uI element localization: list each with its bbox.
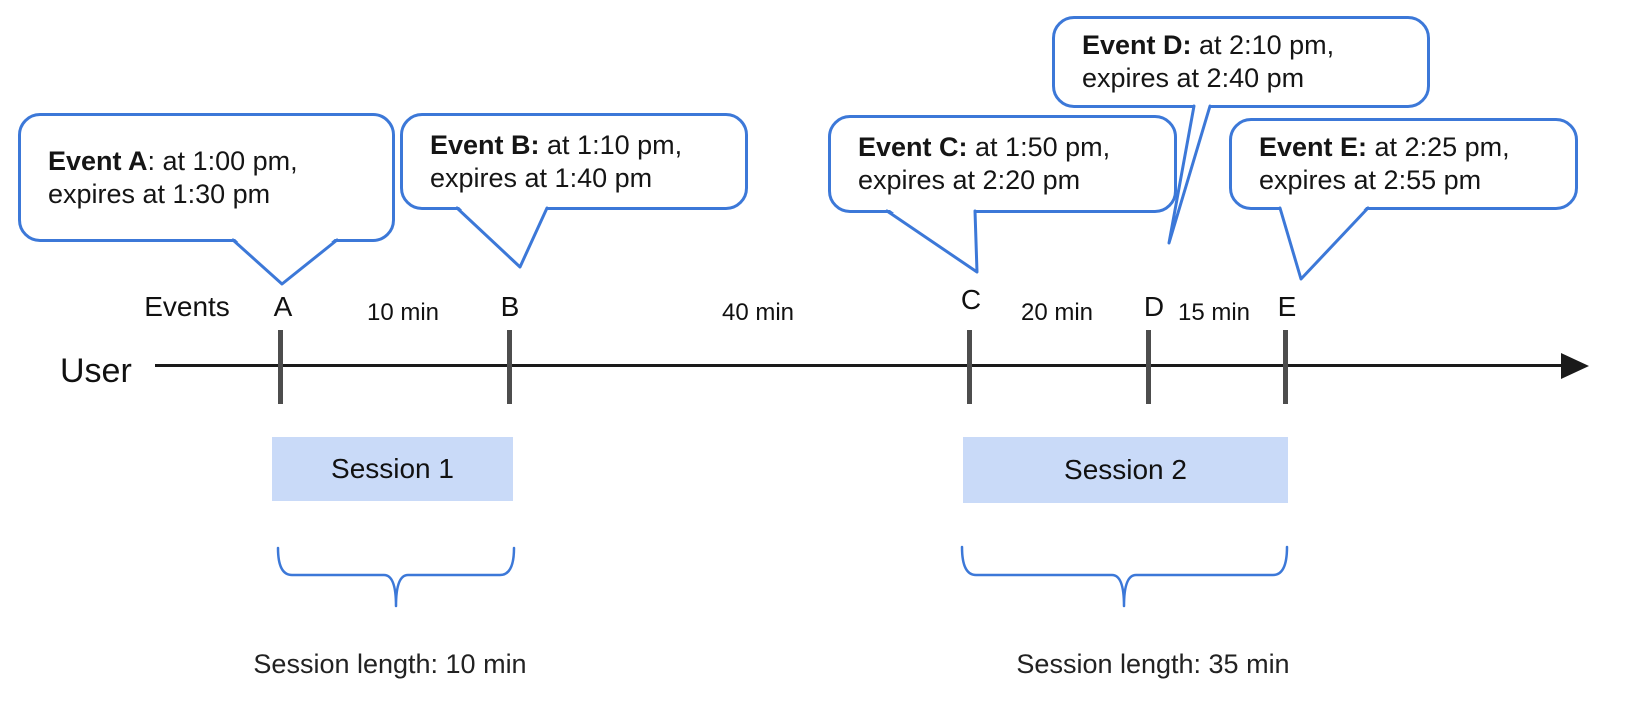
session-2-box: Session 2 [963, 437, 1288, 503]
tick-label-d: D [1143, 291, 1165, 322]
timeline-tick-b [507, 330, 512, 404]
timeline-tick-d [1146, 330, 1151, 404]
events-axis-label: Events [144, 291, 230, 322]
timeline-tick-e [1283, 330, 1288, 404]
event-d-line2: expires at 2:40 pm [1082, 63, 1305, 93]
event-bubble-a: Event A: at 1:00 pm, expires at 1:30 pm [18, 113, 395, 242]
event-a-line1: Event A: at 1:00 pm, [48, 145, 298, 176]
timeline-arrowhead-icon [1561, 353, 1589, 379]
session-1-brace-icon [276, 546, 516, 608]
tick-label-c: C [960, 284, 982, 315]
event-c-line1: Event C: at 1:50 pm, [858, 132, 1111, 162]
event-b-line2: expires at 1:40 pm [430, 162, 653, 193]
event-a-line2: expires at 1:30 pm [48, 178, 271, 209]
event-e-line1: Event E: at 2:25 pm, [1259, 132, 1510, 162]
session-2-brace-icon [960, 545, 1289, 608]
tick-label-b: B [500, 291, 520, 322]
tick-label-e: E [1277, 291, 1297, 322]
bubble-c-tail-icon [885, 208, 979, 274]
event-bubble-e: Event E: at 2:25 pm, expires at 2:55 pm [1229, 118, 1578, 210]
timeline-tick-c [967, 330, 972, 404]
timeline-axis-line [155, 364, 1567, 367]
event-bubble-b: Event B: at 1:10 pm, expires at 1:40 pm [400, 113, 748, 210]
session-2-label: Session 2 [1064, 454, 1187, 485]
interval-label-d-e: 15 min [1177, 299, 1251, 326]
bubble-e-tail-icon [1278, 205, 1370, 281]
session-2-length-label: Session length: 35 min [1016, 649, 1290, 679]
event-e-line2: expires at 2:55 pm [1259, 165, 1482, 195]
event-d-line1: Event D: at 2:10 pm, [1082, 30, 1335, 60]
user-axis-label: User [60, 352, 132, 390]
event-b-line1: Event B: at 1:10 pm, [430, 129, 683, 160]
timeline-tick-a [278, 330, 283, 404]
session-1-length-label: Session length: 10 min [253, 649, 527, 679]
bubble-b-tail-icon [455, 205, 549, 269]
interval-label-b-c: 40 min [721, 299, 795, 326]
interval-label-a-b: 10 min [366, 299, 440, 326]
session-1-label: Session 1 [331, 453, 454, 484]
interval-label-c-d: 20 min [1020, 299, 1094, 326]
event-bubble-d: Event D: at 2:10 pm, expires at 2:40 pm [1052, 16, 1430, 108]
session-1-box: Session 1 [272, 437, 513, 501]
event-bubble-c: Event C: at 1:50 pm, expires at 2:20 pm [828, 115, 1177, 213]
tick-label-a: A [273, 291, 293, 322]
bubble-a-tail-icon [231, 237, 339, 286]
event-c-line2: expires at 2:20 pm [858, 165, 1081, 195]
